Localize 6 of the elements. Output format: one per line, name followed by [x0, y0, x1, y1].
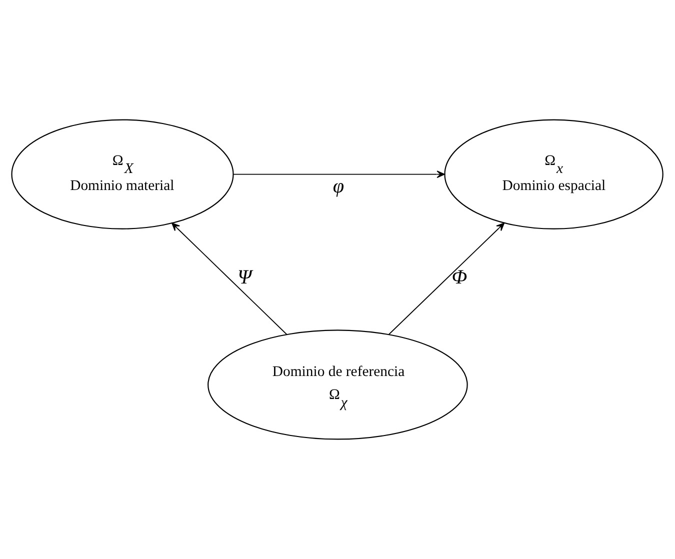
- arrow: [388, 222, 505, 335]
- edge-label: Φ: [452, 266, 468, 289]
- edge-label: Ψ: [237, 266, 252, 289]
- edge-label: φ: [332, 175, 344, 198]
- arrow: [232, 170, 445, 178]
- arrow: [172, 222, 288, 335]
